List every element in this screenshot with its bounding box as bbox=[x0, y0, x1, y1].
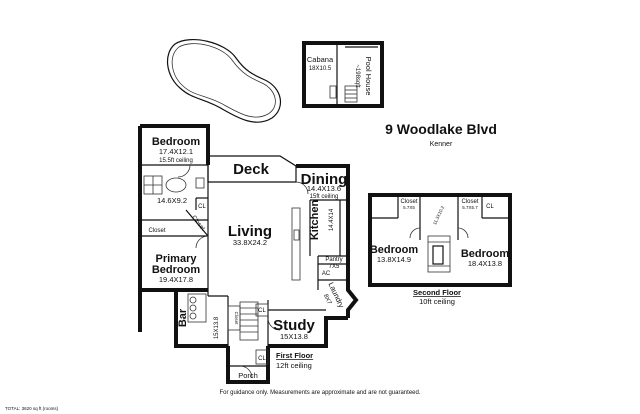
door-swing bbox=[409, 227, 421, 239]
second-hall-dims: 11.3X10.2 bbox=[432, 205, 445, 226]
dining-name: Dining bbox=[301, 171, 348, 188]
dining-dims: 14.4X13.6 bbox=[307, 184, 341, 193]
bedroom-dims: 17.4X12.1 bbox=[159, 147, 193, 156]
door-swing bbox=[239, 365, 253, 379]
bath-cl-name: CL bbox=[198, 204, 206, 210]
primary-bedroom-name-line1: Primary bbox=[156, 253, 198, 265]
second-bedroom-right-name: Bedroom bbox=[461, 248, 510, 260]
second-floor-hall-walls bbox=[370, 195, 510, 240]
pool-house-fixture bbox=[329, 85, 337, 99]
pool-outline bbox=[167, 39, 282, 123]
hall-closet-name: Closet bbox=[234, 312, 239, 326]
second-closet-right-name: Closet bbox=[461, 199, 478, 205]
second-floor-ceiling: 10ft ceiling bbox=[419, 297, 455, 306]
kitchen-name: Kitchen bbox=[309, 200, 321, 241]
kitchen-island bbox=[291, 207, 301, 281]
study-walls bbox=[268, 316, 348, 348]
second-floor-stair-outline bbox=[427, 235, 451, 273]
second-floor-outline bbox=[368, 193, 512, 287]
cabana-dims: 18X10.5 bbox=[309, 66, 332, 72]
address-street: 9 Woodlake Blvd bbox=[385, 121, 497, 137]
second-closet-left-dims: 5.7X5 bbox=[403, 205, 415, 210]
porch-name: Porch bbox=[238, 371, 258, 380]
bath-dims: 14.6X9.2 bbox=[157, 196, 187, 205]
cabana-pool-house-outline bbox=[302, 41, 384, 108]
second-bedroom-right-dims: 18.4X13.8 bbox=[468, 259, 502, 268]
closet-a-name: Closet bbox=[148, 228, 165, 234]
second-cl-name: CL bbox=[486, 204, 494, 210]
primary-bedroom-dims: 19.4X17.8 bbox=[159, 275, 193, 284]
closet-b-name: Closet bbox=[190, 215, 205, 232]
study-dims: 15X13.8 bbox=[280, 332, 308, 341]
first-floor-label: First Floor bbox=[276, 351, 313, 360]
closet-diagonal-wall bbox=[185, 209, 209, 237]
kitchen-dims: 14.4X14 bbox=[329, 208, 335, 231]
door-swing bbox=[457, 227, 469, 239]
second-floor-stair-core bbox=[432, 245, 444, 265]
primary-bedroom-name-line2: Bedroom bbox=[152, 264, 201, 276]
living-name: Living bbox=[228, 223, 272, 240]
deck-name: Deck bbox=[233, 161, 270, 178]
bar-stool bbox=[189, 296, 197, 304]
bar-stool bbox=[189, 304, 197, 312]
toilet-fixture bbox=[195, 177, 205, 189]
dining-walls bbox=[296, 164, 359, 318]
bar-counter bbox=[187, 293, 207, 323]
door-swing bbox=[195, 235, 209, 249]
door-swing bbox=[177, 164, 191, 178]
pool-house-name: Pool House bbox=[364, 57, 373, 96]
hall-closet-outline bbox=[227, 305, 241, 331]
disclaimer-text: For guidance only. Measurements are appr… bbox=[219, 390, 420, 396]
pool-house-area: ~198sqft bbox=[354, 64, 360, 88]
hall-cl-name: CL bbox=[258, 308, 266, 314]
second-bedroom-left-name: Bedroom bbox=[370, 244, 419, 256]
dining-ceiling: 15ft ceiling bbox=[310, 194, 339, 200]
address-city: Kenner bbox=[430, 141, 453, 148]
porch-cl-outline bbox=[255, 349, 269, 365]
laundry-name: Laundry bbox=[326, 281, 346, 310]
hall-dims: 15X13.8 bbox=[214, 316, 220, 339]
bedroom-ceiling: 15.5ft ceiling bbox=[159, 158, 193, 164]
first-floor-ceiling: 12ft ceiling bbox=[276, 361, 312, 370]
bedroom-walls bbox=[138, 124, 210, 332]
second-closet-left-name: Closet bbox=[400, 199, 417, 205]
bar-name: Bar bbox=[177, 308, 189, 327]
total-area-text: TOTAL: 3620 sq ft (rooms) bbox=[5, 406, 59, 411]
study-name: Study bbox=[273, 317, 315, 334]
bedroom-name: Bedroom bbox=[152, 136, 201, 148]
second-closet-right-dims: 5.7X5.7 bbox=[462, 205, 478, 210]
pantry-dims: 7X5 bbox=[329, 264, 340, 270]
second-floor-label: Second Floor bbox=[413, 288, 461, 297]
door-swing bbox=[295, 181, 309, 195]
primary-bedroom-lower-wall bbox=[140, 288, 228, 348]
kitchen-range bbox=[293, 229, 300, 241]
bathtub-fixture bbox=[165, 177, 187, 193]
living-dims: 33.8X24.2 bbox=[233, 238, 267, 247]
porch-cl-name: CL bbox=[258, 356, 266, 362]
pool-inner-outline bbox=[171, 43, 276, 118]
ac-name: AC bbox=[322, 271, 331, 277]
pantry-name: Pantry bbox=[325, 257, 342, 263]
bar-stool bbox=[189, 312, 197, 320]
laundry-dims: 8X7 bbox=[322, 293, 332, 306]
cabana-name: Cabana bbox=[307, 55, 334, 64]
door-swing bbox=[267, 317, 281, 331]
second-bedroom-left-dims: 13.8X14.9 bbox=[377, 255, 411, 264]
hall-cl-outline bbox=[255, 303, 269, 317]
